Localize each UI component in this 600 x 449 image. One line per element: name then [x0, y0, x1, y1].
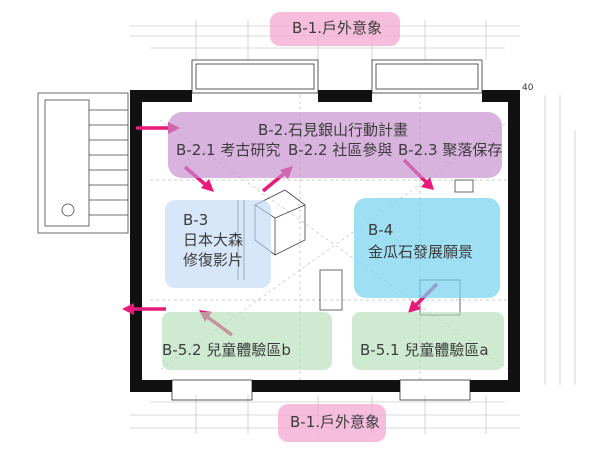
kids-zone-a-label: B-5.1 兒童體驗區a [360, 341, 489, 359]
action-plan-zone: B-2.石見銀山行動計畫 B-2.1 考古研究 B-2.2 社區參與 B-2.3… [168, 112, 502, 178]
film-zone-line1: 日本大森 [183, 231, 244, 249]
window-frames [171, 59, 483, 401]
vision-zone-code: B-4 [368, 221, 394, 239]
arrow-exit [122, 303, 166, 315]
community-label: B-2.2 社區參與 [288, 141, 393, 159]
stair-block [37, 92, 129, 234]
exterior-walls [130, 90, 520, 392]
outdoor-zone-bottom-label: B-1.戶外意象 [290, 413, 381, 431]
outdoor-zone-top: B-1.戶外意象 [270, 12, 400, 46]
action-plan-title: B-2.石見銀山行動計畫 [258, 121, 409, 139]
film-zone-code: B-3 [183, 211, 209, 229]
archaeology-label: B-2.1 考古研究 [176, 141, 281, 159]
kids-zone-a: B-5.1 兒童體驗區a [352, 312, 504, 370]
vision-zone: B-4 金瓜石發展願景 [354, 198, 500, 298]
film-zone-line2: 修復影片 [183, 251, 244, 269]
layout-guides [150, 95, 515, 380]
film-zone: B-3 日本大森 修復影片 [165, 200, 271, 288]
outdoor-zone-bottom: B-1.戶外意象 [278, 404, 386, 442]
kids-zone-b-label: B-5.2 兒童體驗區b [162, 341, 291, 359]
vision-zone-text: 金瓜石發展願景 [368, 243, 474, 261]
settlement-label: B-2.3 聚落保存 [398, 141, 503, 159]
corner-tag: 40 [522, 83, 534, 93]
kids-zone-b: B-5.2 兒童體驗區b [162, 312, 332, 370]
outdoor-zone-top-label: B-1.戶外意象 [292, 19, 383, 37]
